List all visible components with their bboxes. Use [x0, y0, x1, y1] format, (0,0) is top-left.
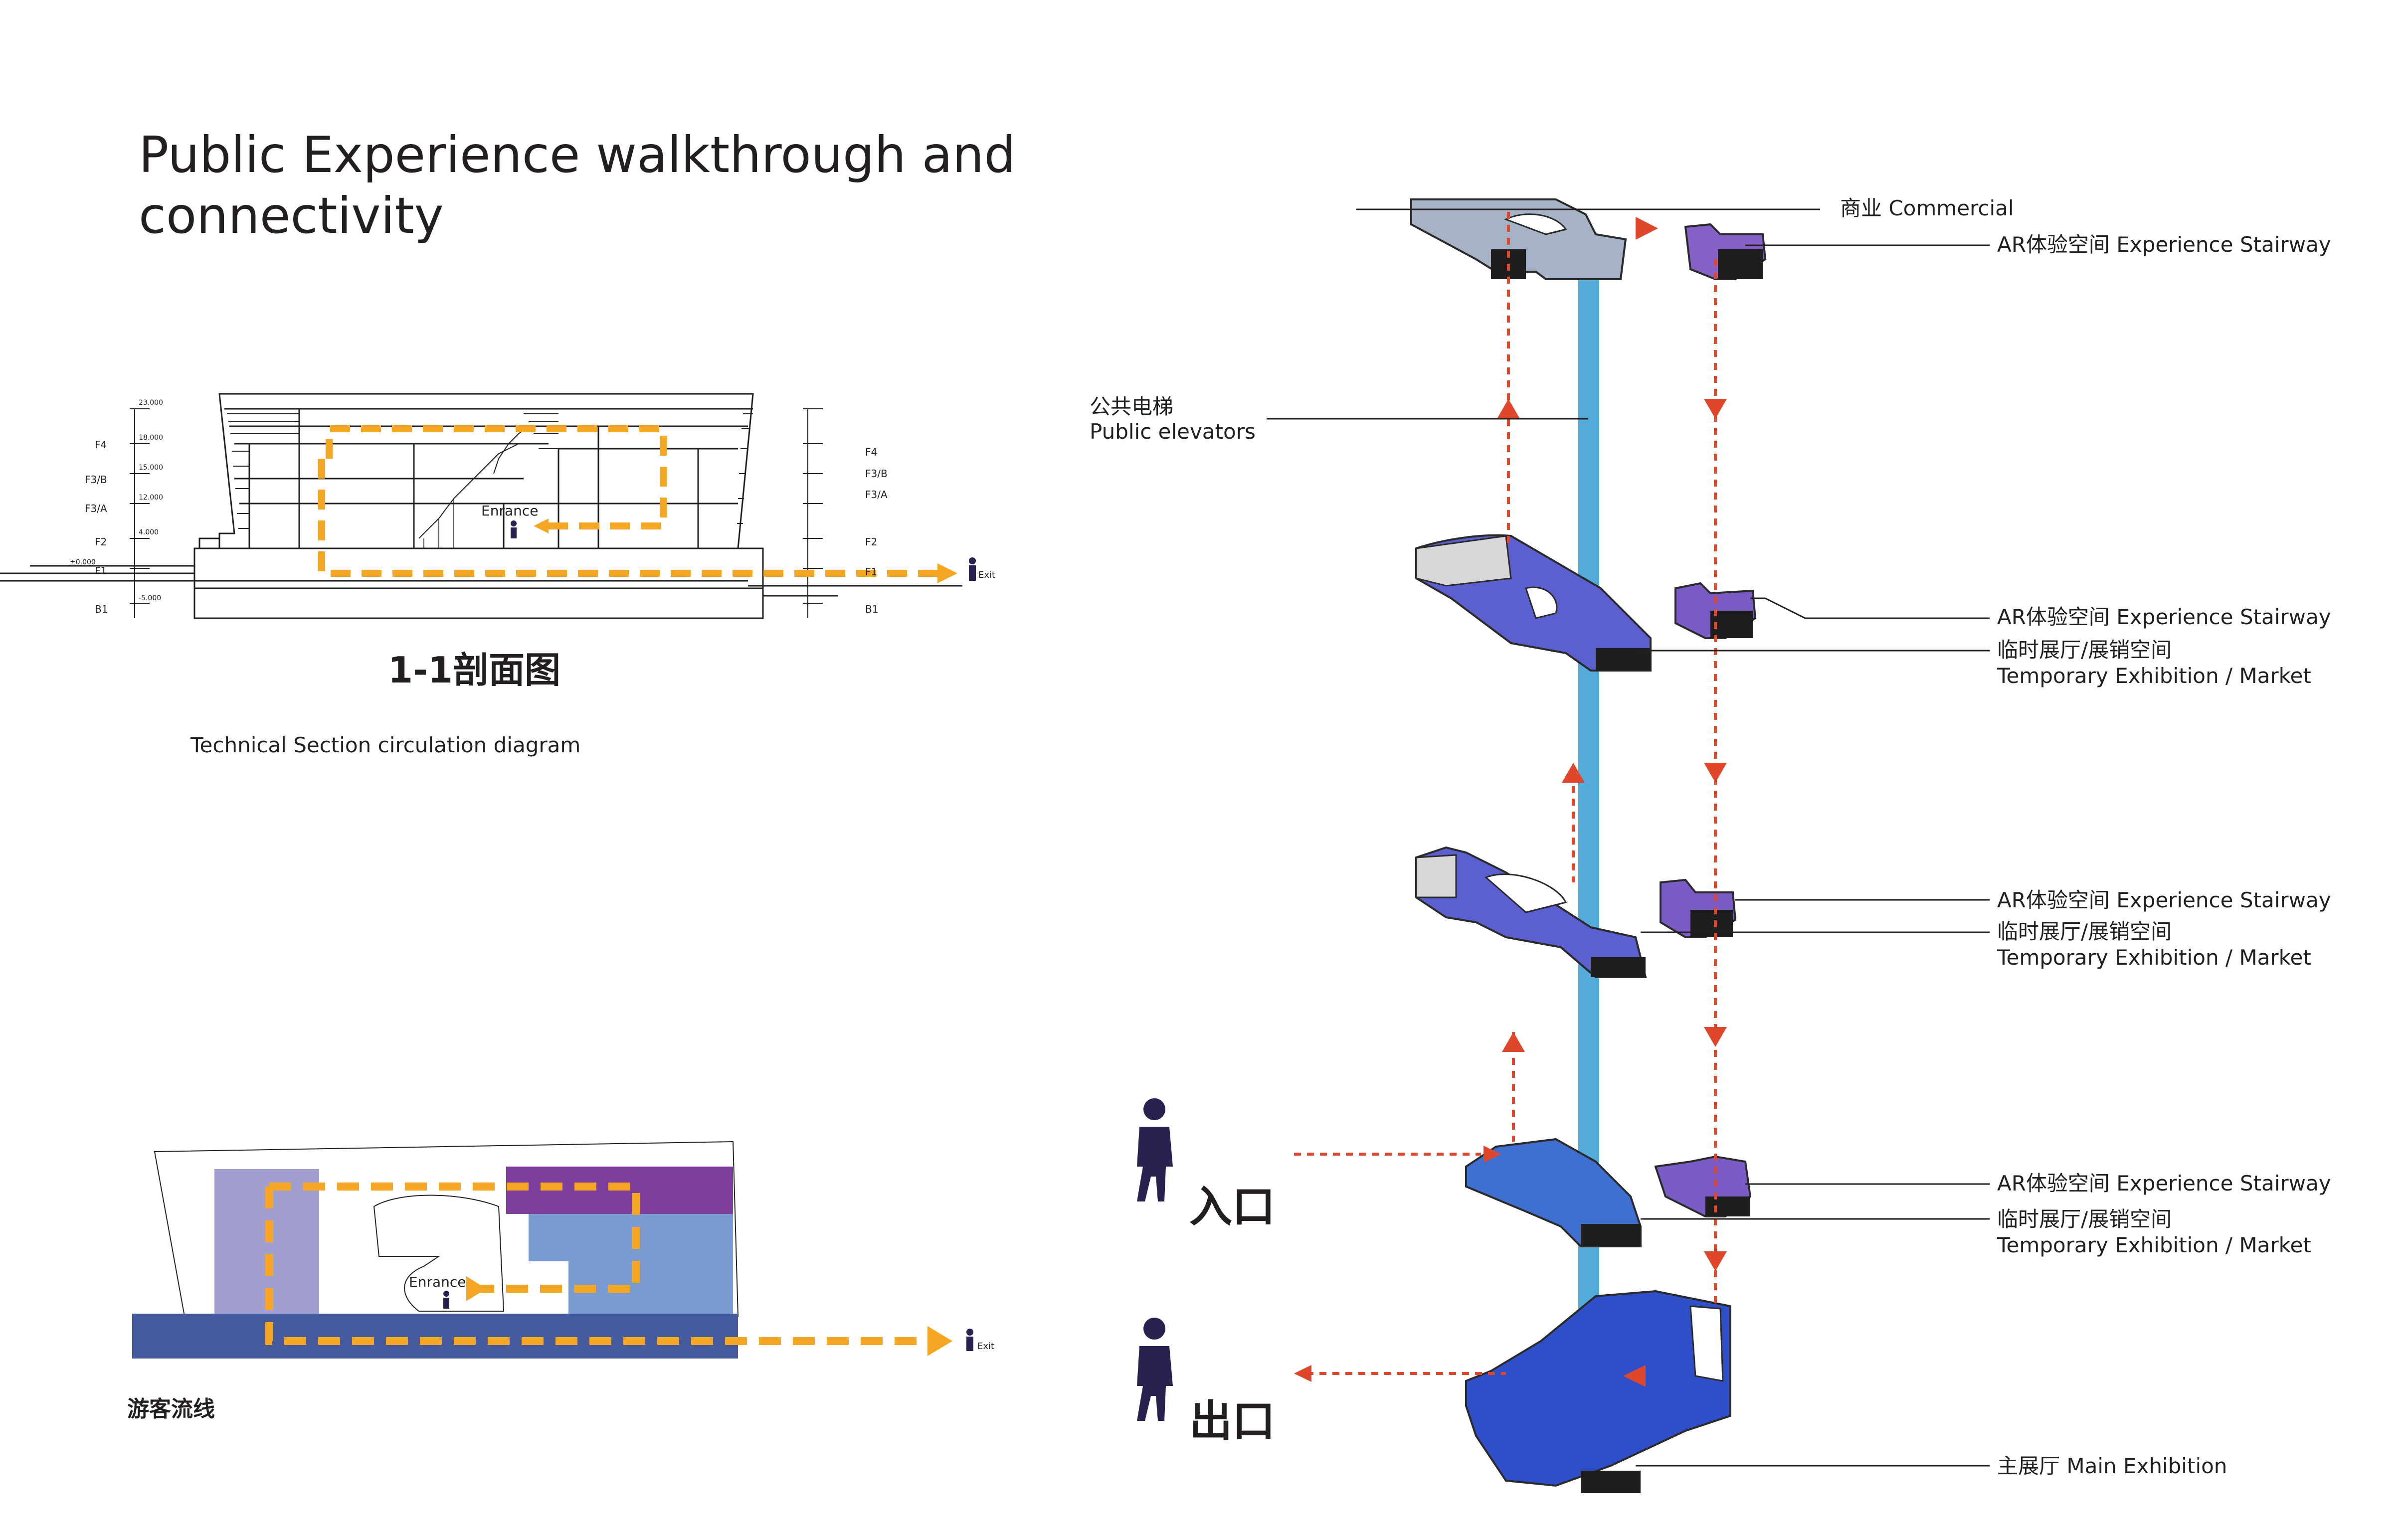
level-4-stair: [1654, 1155, 1752, 1217]
level-4-exhibition-block: [1465, 1138, 1642, 1247]
person-icon-flow-entrance: [443, 1291, 449, 1309]
flow-exit-label: Exit: [977, 1341, 995, 1352]
level-label-f3a-left: F3/A: [85, 503, 107, 514]
level-commercial-block: [1410, 198, 1627, 280]
person-icon-section-exit: [969, 557, 976, 581]
flow-diagram-title: 游客流线: [127, 1396, 215, 1422]
level-label-f3b-left: F3/B: [85, 474, 107, 486]
elevation-4: 4.000: [139, 528, 159, 536]
level-label-f4-right: F4: [865, 446, 878, 458]
level-3-exhibition-block: [1415, 846, 1647, 978]
level-3-stair: [1660, 878, 1737, 938]
elevation-minus5: -5.000: [139, 594, 162, 602]
label-temp-2-cn: 临时展厅/展销空间: [1997, 638, 2172, 662]
section-exit-arrowhead: [937, 563, 957, 583]
arrowheads-red: [1294, 217, 1727, 1387]
level-commercial-stair: [1684, 223, 1767, 280]
section-caption: Technical Section circulation diagram: [190, 733, 581, 757]
level-label-f1-right: F1: [865, 566, 878, 578]
level-2-exhibition-block: [1415, 534, 1652, 672]
person-icon-entrance: [1137, 1098, 1173, 1201]
label-ar-stair-3: AR体验空间 Experience Stairway: [1997, 888, 2331, 912]
label-main-exhibition: 主展厅 Main Exhibition: [1997, 1454, 2227, 1478]
flow-entrance-label: Enrance: [409, 1274, 466, 1290]
elevation-0: ±0.000: [70, 558, 96, 566]
person-icon-section-entrance: [511, 520, 517, 538]
level-label-f2-right: F2: [865, 536, 878, 548]
label-temp-4-en: Temporary Exhibition / Market: [1997, 1233, 2311, 1257]
person-icon-flow-exit: [966, 1329, 973, 1351]
elevator-shaft: [1578, 237, 1599, 1428]
elevation-12: 12.000: [139, 494, 163, 502]
section-exit-label: Exit: [978, 570, 996, 580]
label-ar-stair-2: AR体验空间 Experience Stairway: [1997, 605, 2331, 629]
label-elevator-cn: 公共电梯: [1090, 394, 1174, 419]
elevation-15: 15.000: [139, 464, 163, 472]
level-label-f3a-right: F3/A: [865, 489, 888, 501]
label-exit: 出口: [1189, 1396, 1275, 1446]
section-title: 1-1剖面图: [388, 649, 561, 691]
section-circulation-path: [318, 425, 937, 577]
label-temp-2-en: Temporary Exhibition / Market: [1997, 664, 2311, 688]
label-ar-stair-4: AR体验空间 Experience Stairway: [1997, 1171, 2331, 1195]
level-label-b1-right: B1: [865, 603, 879, 615]
person-icon-exit: [1137, 1318, 1173, 1421]
technical-section-drawing: [0, 393, 962, 619]
label-temp-3-cn: 临时展厅/展销空间: [1997, 919, 2172, 944]
level-label-f2-left: F2: [95, 536, 107, 548]
level-label-f3b-right: F3/B: [865, 468, 888, 480]
level-label-f4-left: F4: [95, 439, 107, 451]
label-entrance: 入口: [1189, 1182, 1275, 1232]
leader-lines: [1267, 208, 1990, 1467]
elevation-18: 18.000: [139, 434, 163, 442]
level-label-b1-left: B1: [95, 603, 108, 615]
label-ar-stair-1: AR体验空间 Experience Stairway: [1997, 232, 2331, 257]
visitor-flow-diagram: [132, 1141, 952, 1359]
section-exit-arrowhead-2: [534, 518, 549, 533]
label-temp-3-en: Temporary Exhibition / Market: [1997, 945, 2311, 970]
section-entrance-label: Enrance: [481, 503, 539, 519]
elevation-23: 23.000: [139, 399, 163, 407]
level-main-exhibition-block: [1465, 1290, 1731, 1493]
label-temp-4-cn: 临时展厅/展销空间: [1997, 1207, 2172, 1231]
label-elevator-en: Public elevators: [1090, 419, 1256, 444]
label-commercial: 商业 Commercial: [1840, 196, 2014, 220]
page-title: Public Experience walkthrough and connec…: [139, 126, 1016, 245]
level-label-f1-left: F1: [95, 565, 107, 577]
